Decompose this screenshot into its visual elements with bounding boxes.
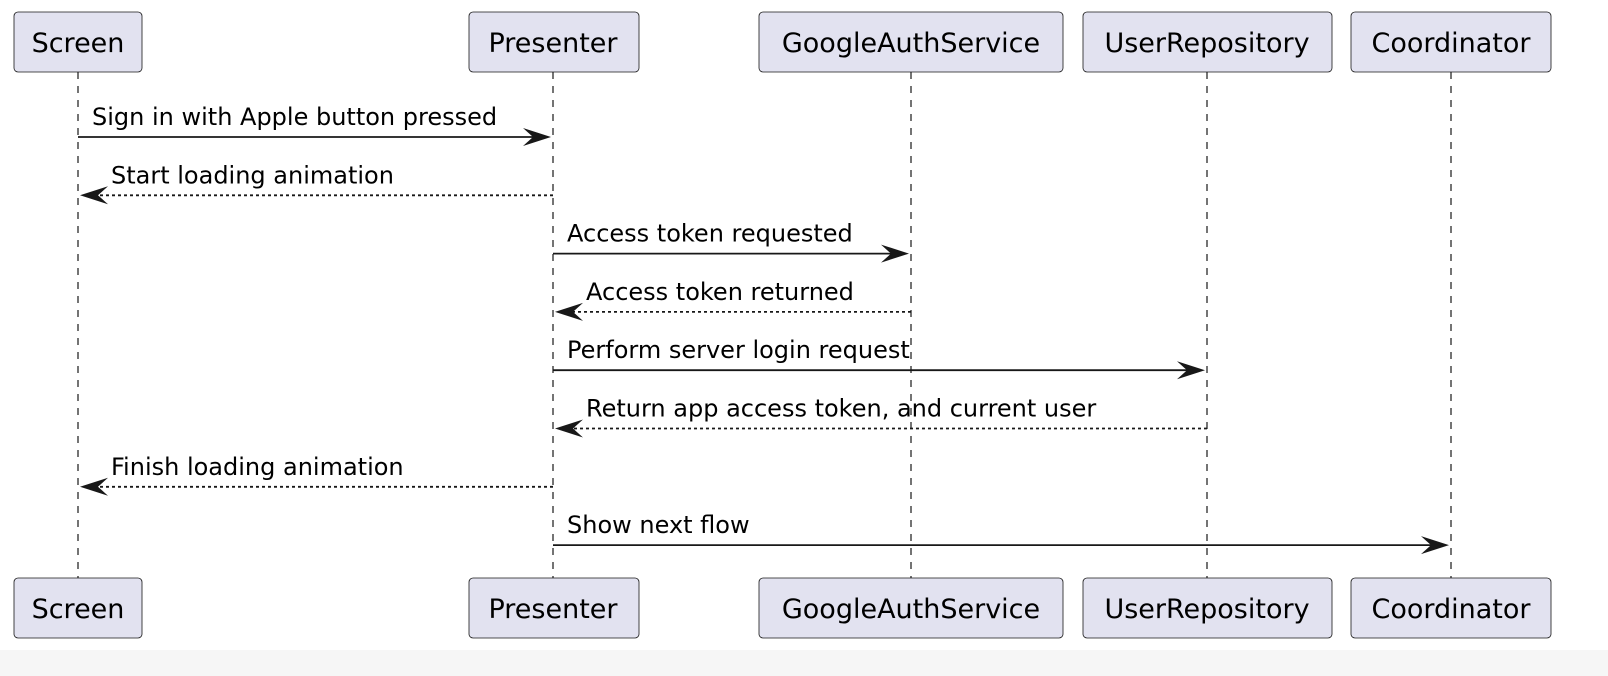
participant-userrepo-top: UserRepository (1082, 11, 1333, 73)
arrowhead (80, 477, 108, 496)
participant-label: UserRepository (1104, 28, 1309, 59)
arrowhead (881, 244, 909, 263)
participant-box (758, 11, 1064, 73)
participant-label: GoogleAuthService (782, 594, 1040, 625)
participant-box (13, 577, 143, 639)
participant-coordinator-bottom: Coordinator (1350, 577, 1552, 639)
message-8: Show next flow (553, 511, 1449, 555)
message-label: Access token requested (567, 220, 853, 248)
participant-presenter-bottom: Presenter (468, 577, 640, 639)
arrowhead (555, 302, 583, 321)
lifelines (77, 72, 1452, 578)
participant-box (468, 577, 640, 639)
bottom-strip (0, 650, 1608, 676)
arrowhead (555, 419, 583, 438)
participant-label: Screen (32, 594, 125, 625)
message-5: Perform server login request (553, 336, 1205, 380)
message-2: Start loading animation (80, 161, 553, 205)
participant-label: Coordinator (1371, 594, 1531, 625)
participant-box (1082, 11, 1333, 73)
message-3: Access token requested (553, 220, 909, 263)
participant-userrepo-bottom: UserRepository (1082, 577, 1333, 639)
participant-label: Screen (32, 28, 125, 59)
participant-googleauth-top: GoogleAuthService (758, 11, 1064, 73)
participant-label: GoogleAuthService (782, 28, 1040, 59)
participant-box (1350, 11, 1552, 73)
message-4: Access token returned (555, 278, 911, 321)
message-label: Sign in with Apple button pressed (92, 103, 497, 131)
participant-screen-bottom: Screen (13, 577, 143, 639)
participant-screen-top: Screen (13, 11, 143, 73)
participant-box (468, 11, 640, 73)
message-6: Return app access token, and current use… (555, 395, 1207, 438)
message-label: Access token returned (586, 278, 854, 306)
participants-top: Screen Presenter GoogleAuthService UserRepo… (13, 11, 1552, 73)
message-7: Finish loading animation (80, 453, 553, 496)
arrowhead (523, 128, 551, 146)
message-1: Sign in with Apple button pressed (78, 103, 551, 146)
message-label: Perform server login request (567, 336, 910, 364)
arrowhead (1177, 361, 1205, 380)
participant-coordinator-top: Coordinator (1350, 11, 1552, 73)
participant-label: Presenter (488, 28, 618, 59)
participant-box (758, 577, 1064, 639)
participant-presenter-top: Presenter (468, 11, 640, 73)
participant-googleauth-bottom: GoogleAuthService (758, 577, 1064, 639)
participant-label: Presenter (488, 594, 618, 625)
message-label: Show next flow (567, 511, 750, 539)
arrowhead (1421, 536, 1449, 555)
arrowhead (80, 186, 108, 205)
message-label: Return app access token, and current use… (586, 395, 1096, 423)
participant-box (1350, 577, 1552, 639)
message-label: Finish loading animation (111, 453, 404, 481)
participants-bottom: Screen Presenter GoogleAuthService UserRepo… (13, 577, 1552, 639)
participant-box (13, 11, 143, 73)
participant-label: Coordinator (1371, 28, 1531, 59)
participant-box (1082, 577, 1333, 639)
participant-label: UserRepository (1104, 594, 1309, 625)
message-label: Start loading animation (111, 161, 394, 189)
